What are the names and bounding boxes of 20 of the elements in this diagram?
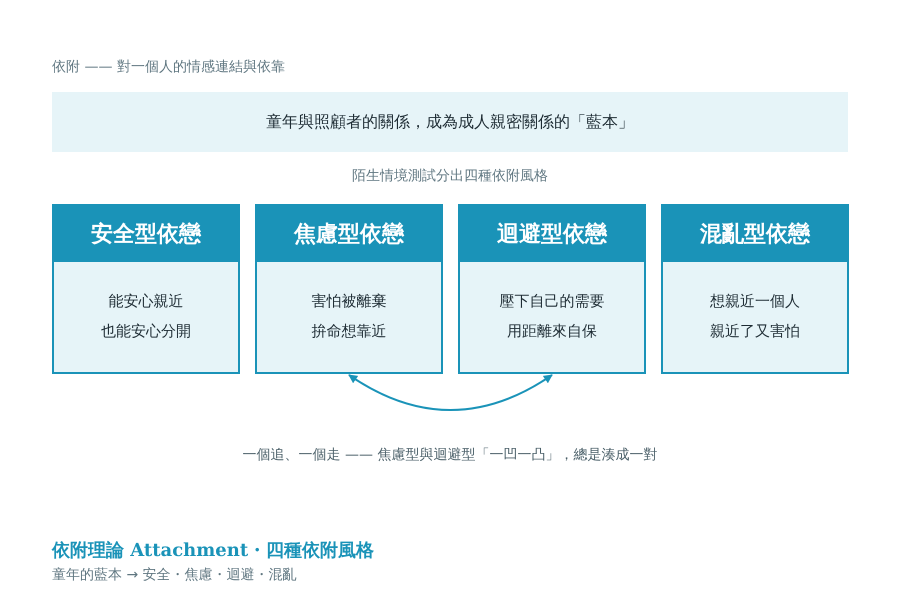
card-description: 害怕被離棄拚命想靠近 [310,291,388,342]
card-heading: 混亂型依戀 [663,206,847,262]
curved-arrow [348,374,553,411]
card-heading: 焦慮型依戀 [257,206,441,262]
card-description: 能安心親近也能安心分開 [100,291,192,342]
style-card [458,204,646,374]
footer-subtitle: 童年的藍本 → 安全・焦慮・迴避・混亂 [52,566,297,584]
subtitle: 依附 —— 對一個人的情感連結與依靠 [52,58,285,76]
banner-box [52,92,848,152]
card-description: 壓下自己的需要用距離來自保 [498,291,606,342]
card-description: 想親近一個人親近了又害怕 [709,291,801,342]
style-card [255,204,443,374]
section-heading: 陌生情境測試分出四種依附風格 [351,167,549,185]
style-card [52,204,240,374]
card-heading: 迴避型依戀 [460,206,644,262]
caption-text: 一個追、一個走 —— 焦慮型與迴避型「一凹一凸」，總是湊成一對 [242,446,658,464]
style-card [661,204,849,374]
footer-title: 依附理論 Attachment・四種依附風格 [52,539,374,562]
banner-text: 童年與照顧者的關係，成為成人親密關係的「藍本」 [266,112,634,132]
card-heading: 安全型依戀 [54,206,238,262]
